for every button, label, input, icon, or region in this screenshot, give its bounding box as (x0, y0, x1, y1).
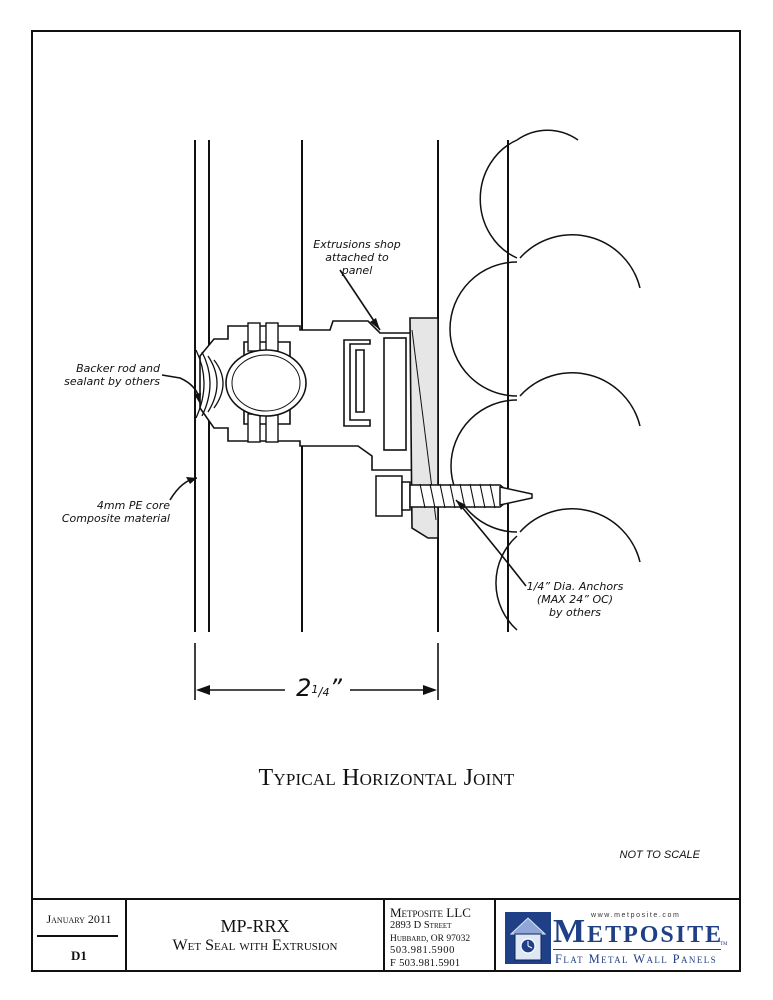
leader-arrowheads (186, 318, 466, 510)
logo-wordmark: Metposite (553, 913, 724, 950)
drawing-sheet-border (31, 30, 741, 972)
callout-anchors-line-3: by others (548, 606, 602, 619)
drawing-title: Typical Horizontal Joint (258, 765, 515, 791)
title-block-logo-cell: www.metposite.com Metposite TM Flat Meta… (495, 900, 741, 972)
company-phone: 503.981.5900 (390, 945, 455, 956)
callout-backer-rod-line-1: Backer rod and (76, 362, 160, 375)
logo-trademark: TM (720, 942, 728, 947)
logo-url: www.metposite.com (591, 912, 681, 919)
company-street: 2893 D Street (390, 920, 452, 931)
callout-extrusions-line-1: Extrusions shop (313, 238, 401, 251)
title-block-date-cell: January 2011 D1 (31, 900, 126, 972)
dimension-arrowheads (196, 685, 437, 695)
callout-anchors-line-2: (MAX 24” OC) (536, 593, 614, 606)
dimension-numerator: 1 (311, 683, 319, 696)
logo-rule (553, 949, 721, 950)
drawing-date: January 2011 (46, 912, 112, 926)
logo-tagline: Flat Metal Wall Panels (555, 952, 718, 966)
title-block-product-cell: MP-RRX Wet Seal with Extrusion (126, 900, 384, 972)
sealant-bead (195, 349, 224, 419)
backer-rod (225, 349, 307, 417)
callout-pe-core-line-2: Composite material (61, 512, 170, 525)
dimension-denominator: 4 (322, 686, 330, 699)
callout-backer-rod-line-2: sealant by others (64, 375, 160, 388)
dimension-line (194, 643, 439, 700)
anchor-threads (419, 483, 496, 509)
insulation-hatch (449, 129, 641, 631)
dimension-unit-mark: ” (329, 674, 342, 702)
logo-building-icon (505, 912, 551, 964)
scale-note: NOT TO SCALE (619, 849, 700, 861)
product-code: MP-RRX (220, 916, 290, 936)
callout-extrusions-line-2: attached to panel (325, 251, 389, 277)
company-city: Hubbard, OR 97032 (390, 933, 471, 944)
callout-pe-core-line-1: 4mm PE core (96, 499, 170, 512)
title-block-dividers (37, 898, 496, 972)
dimension-whole: 2 (296, 674, 312, 702)
callout-anchors-line-1: 1/4” Dia. Anchors (526, 580, 624, 593)
backer-rod-inner (231, 354, 301, 412)
callout-extrusions: Extrusions shop attached to panel (312, 238, 402, 277)
dimension-label: 21/4” (296, 674, 342, 702)
callout-backer-rod: Backer rod and sealant by others (64, 362, 160, 388)
company-name: Metposite LLC (390, 905, 471, 920)
product-description: Wet Seal with Extrusion (172, 937, 338, 954)
title-block: January 2011 D1 MP-RRX Wet Seal with Ext… (31, 898, 741, 972)
leader-anchors (455, 499, 527, 587)
sheet-number: D1 (71, 948, 87, 963)
callout-anchors: 1/4” Dia. Anchors (MAX 24” OC) by others (520, 580, 630, 619)
callout-pe-core: 4mm PE core Composite material (58, 499, 170, 525)
company-fax: F 503.981.5901 (390, 957, 461, 969)
title-block-company-cell: Metposite LLC 2893 D Street Hubbard, OR … (384, 900, 495, 972)
